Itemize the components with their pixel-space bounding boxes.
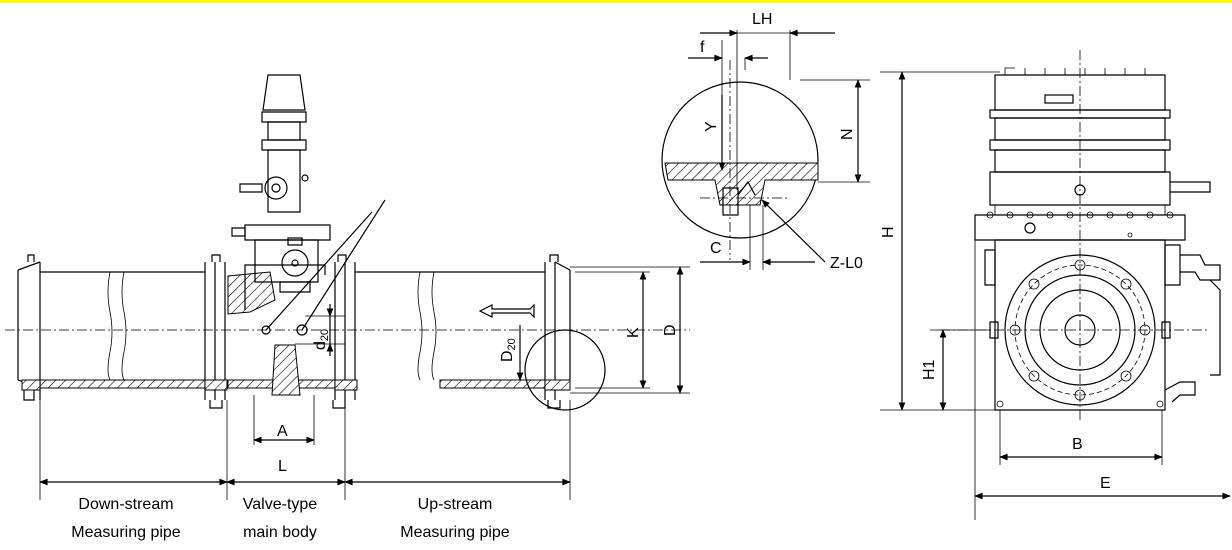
dim-D20-label: D20 <box>499 338 518 362</box>
end-view: H H1 B E <box>880 50 1231 520</box>
flange-detail-view: LH f Y N C Z-L0 <box>661 11 870 272</box>
downstream-caption-line1: Down-stream <box>78 496 173 513</box>
upstream-caption-line2: Measuring pipe <box>400 524 510 541</box>
dim-f-label: f <box>700 39 705 56</box>
dim-K-label: K <box>625 327 642 338</box>
dim-H-label: H <box>880 226 897 238</box>
top-band <box>0 0 1232 3</box>
pipe-assembly-view: D20 d20 K D A L Do <box>5 74 690 541</box>
dim-ZL0-label: Z-L0 <box>830 255 863 272</box>
dim-LH-label: LH <box>752 11 772 28</box>
dim-N-label: N <box>839 128 856 140</box>
dim-H1-label: H1 <box>921 359 938 380</box>
valve-caption-line2: main body <box>243 524 317 541</box>
dim-B-label: B <box>1072 436 1083 453</box>
upstream-caption-line1: Up-stream <box>418 496 493 513</box>
bolt-row <box>986 211 1174 219</box>
dim-Y-label: Y <box>703 121 720 132</box>
dim-A-label: A <box>277 423 288 440</box>
flange-bolts <box>1009 259 1151 401</box>
dim-E-label: E <box>1100 475 1111 492</box>
valve-caption-line1: Valve-type <box>243 496 318 513</box>
downstream-caption-line2: Measuring pipe <box>71 524 181 541</box>
dim-D-label: D <box>662 324 679 336</box>
flow-direction-arrow-icon <box>478 303 535 319</box>
dim-C-label: C <box>710 240 722 257</box>
dim-L-label: L <box>278 458 287 475</box>
dim-d20-label: d20 <box>312 329 331 350</box>
